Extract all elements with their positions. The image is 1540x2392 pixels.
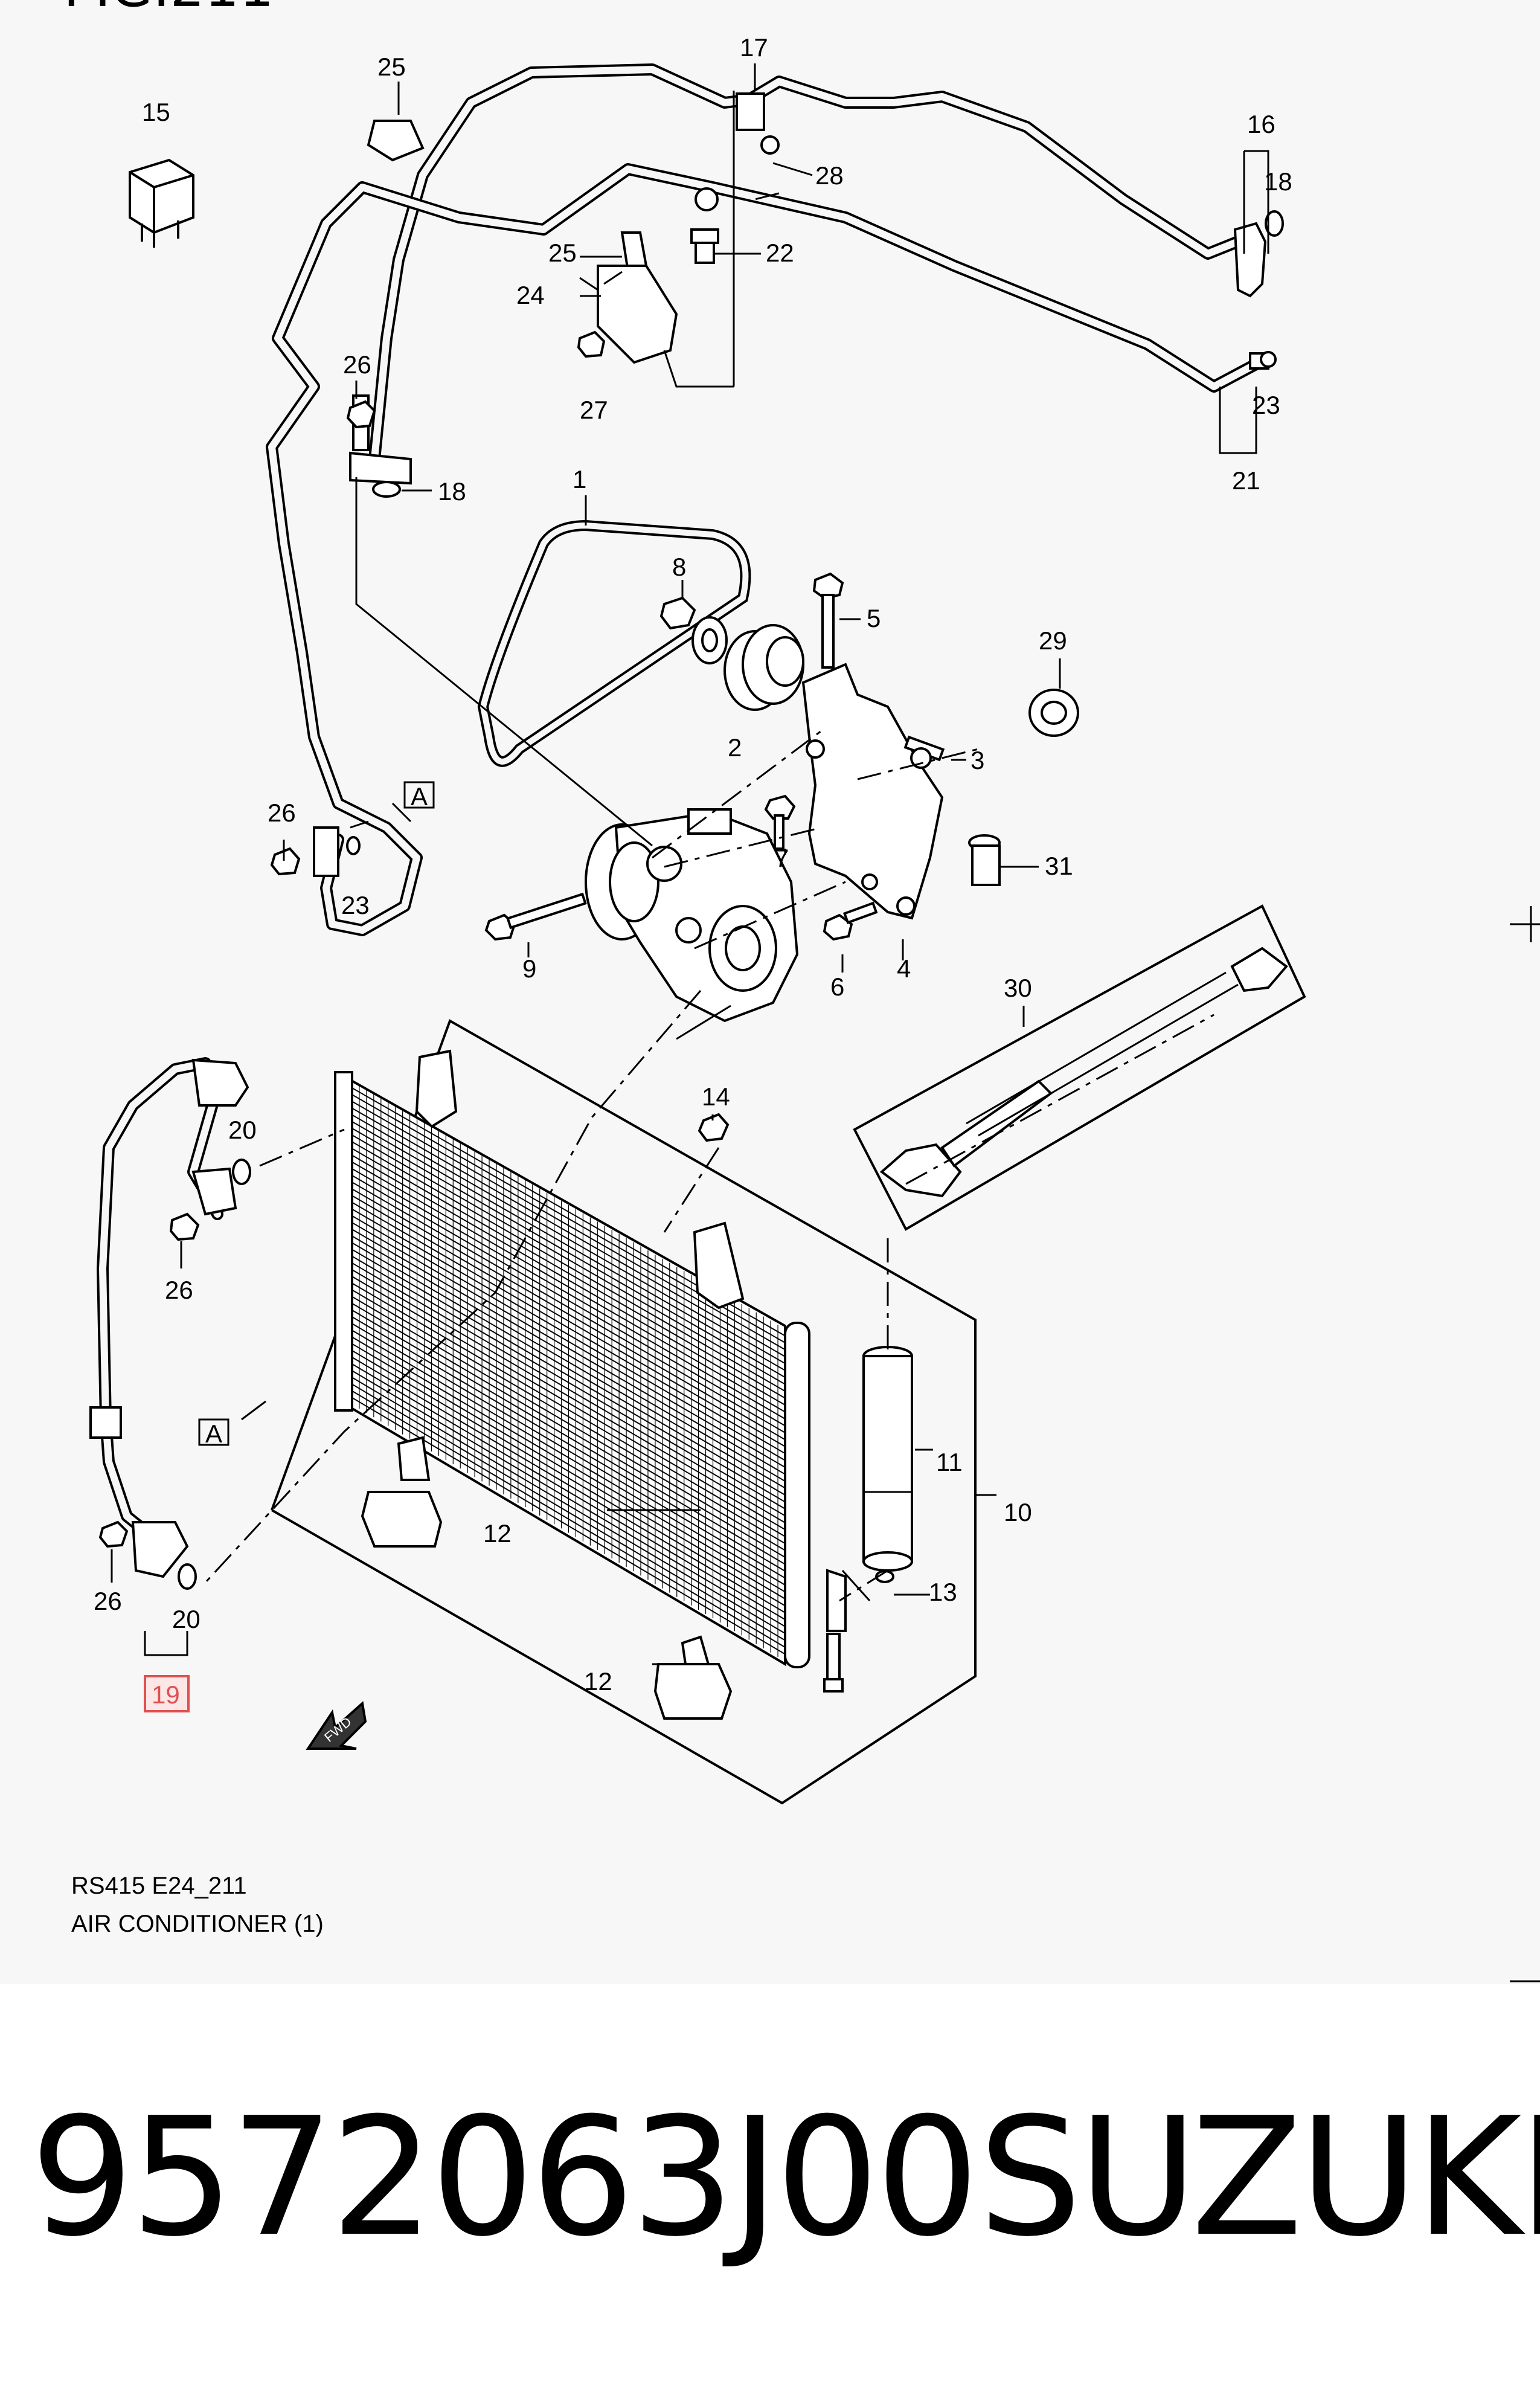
caption-code: RS415 E24_211 [71, 1873, 247, 1899]
label-20-lower: 20 [172, 1605, 201, 1633]
clip-bracket [597, 231, 678, 364]
label-31: 31 [1045, 852, 1073, 880]
label-21: 21 [1232, 466, 1260, 495]
stud-bolt [903, 735, 945, 769]
label-25-mid: 25 [548, 239, 577, 267]
label-23-right: 23 [1252, 391, 1280, 419]
oring-20-upper [232, 1159, 251, 1185]
nut [659, 596, 696, 630]
label-25-top: 25 [377, 53, 406, 81]
label-26-left: 26 [268, 799, 296, 827]
label-18-left: 18 [438, 477, 466, 506]
condenser-fins [351, 1085, 786, 1657]
label-24: 24 [516, 281, 545, 309]
drain-bolt [823, 1633, 844, 1693]
part-labels: 1 2 3 4 5 6 7 8 9 10 11 12 12 13 14 15 1… [94, 33, 1292, 1712]
callout-a-upper-label: A [411, 782, 428, 811]
label-19-box: 19 [144, 1675, 190, 1712]
label-26-low: 26 [94, 1587, 122, 1615]
label-10: 10 [1004, 1498, 1032, 1526]
reference-lines [144, 91, 1269, 1665]
low-pressure-pipe [266, 163, 1265, 936]
label-13: 13 [929, 1578, 957, 1606]
label-17: 17 [740, 33, 768, 62]
discharge-hose [89, 1057, 249, 1578]
parts-diagram: FIG.211 [63, 0, 1540, 1982]
compressor [585, 808, 799, 1023]
label-30: 30 [1004, 974, 1032, 1002]
part-number-footer: 9572063J00 SUZUKI [0, 1984, 1540, 2392]
label-19: 19 [152, 1680, 180, 1709]
relay [129, 158, 194, 248]
figure-title: FIG.211 [63, 0, 274, 19]
fitting-31 [968, 834, 1001, 886]
label-20-upper: 20 [228, 1116, 257, 1144]
label-18-upper: 18 [1264, 167, 1292, 196]
label-28: 28 [815, 161, 844, 190]
bolt-26-top [346, 400, 376, 429]
long-bolt [812, 572, 844, 669]
high-pressure-pipe [368, 63, 1262, 465]
callout-a-lower: A [198, 1418, 229, 1448]
label-6: 6 [830, 973, 844, 1001]
label-27: 27 [580, 396, 608, 424]
label-8: 8 [672, 553, 686, 581]
bolt-26-lower [98, 1520, 129, 1548]
pipe-clamp [736, 92, 780, 155]
label-11: 11 [936, 1448, 963, 1476]
diagram-panel: FIG.211 [63, 0, 1540, 1982]
label-14: 14 [702, 1082, 730, 1111]
label-26-mid: 26 [165, 1276, 193, 1304]
pipe-bracket-mid [313, 826, 361, 877]
label-1: 1 [573, 465, 586, 494]
rubber-mount-right [653, 1663, 733, 1720]
compressor-bracket [801, 663, 944, 920]
label-23-left: 23 [341, 891, 370, 919]
pressure-switch [690, 187, 719, 264]
callout-a-lower-label: A [205, 1419, 222, 1448]
label-3: 3 [971, 746, 984, 774]
edge-tick-1 [1510, 906, 1540, 942]
bolt-14 [698, 1113, 730, 1142]
part-number: 9572063J00 [30, 2082, 980, 2272]
oring-20-lower [178, 1563, 197, 1590]
pipe-joint-right-low [1249, 351, 1277, 370]
callout-a-upper: A [403, 781, 435, 811]
compressor-bolt [484, 892, 587, 941]
label-29: 29 [1039, 626, 1067, 655]
label-4: 4 [897, 954, 911, 983]
label-22: 22 [766, 239, 794, 267]
condenser [334, 1049, 847, 1687]
pulley [723, 624, 804, 711]
receiver-drier [862, 1346, 913, 1572]
bolt-26-mid [169, 1212, 200, 1241]
bolt-27 [577, 330, 606, 358]
label-5: 5 [867, 604, 881, 632]
caption-name: AIR CONDITIONER (1) [71, 1911, 324, 1937]
oil-seal [1028, 689, 1079, 737]
bolt-26-left [270, 847, 301, 876]
label-leaders [111, 63, 1061, 1596]
oring-13 [875, 1570, 894, 1583]
label-9: 9 [522, 954, 536, 983]
parts-box-30 [853, 904, 1306, 1231]
label-15: 15 [142, 98, 170, 126]
label-12-upper: 12 [483, 1519, 512, 1548]
label-26-top: 26 [343, 350, 371, 379]
pipe-joint-right [1233, 210, 1284, 298]
clip-upper [367, 120, 425, 162]
rubber-mount-lower [361, 1491, 443, 1548]
label-7: 7 [775, 844, 789, 872]
brand-name: SUZUKI [978, 2082, 1540, 2272]
label-2: 2 [728, 733, 742, 762]
fwd-arrow: FWD [306, 1701, 367, 1750]
washer [691, 616, 728, 664]
label-16: 16 [1247, 110, 1275, 138]
bolt-7 [764, 794, 796, 850]
bolt-6 [823, 901, 878, 941]
label-12-lower: 12 [584, 1667, 612, 1696]
